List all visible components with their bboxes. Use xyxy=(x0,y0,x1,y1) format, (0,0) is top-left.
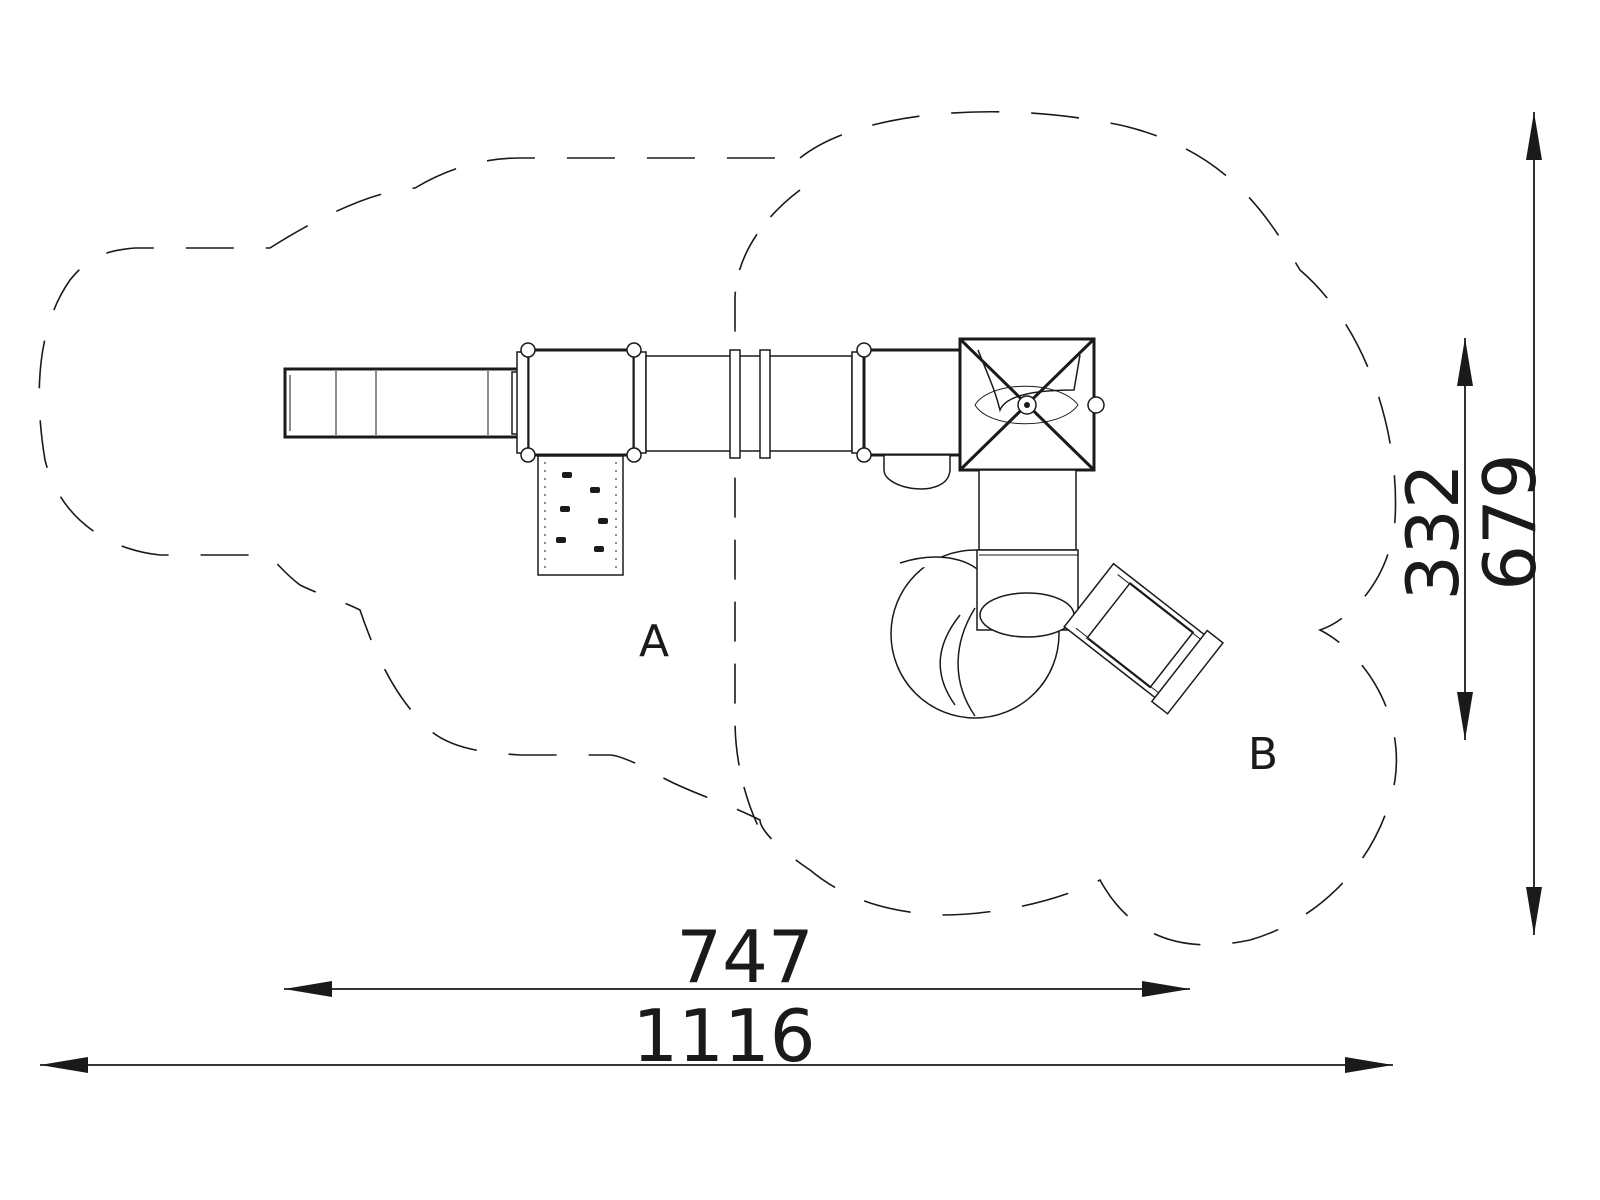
total-width-dimension xyxy=(1526,112,1542,935)
tube-slide xyxy=(890,469,1079,719)
total-length-label: 1116 xyxy=(632,994,815,1078)
climbing-hold xyxy=(594,546,604,552)
middle-platform-deck xyxy=(851,342,962,490)
left-ramp-bridge xyxy=(283,367,530,439)
safety-zone-outline xyxy=(38,110,1398,946)
zone-a-label: A xyxy=(639,616,669,667)
left-platform-deck xyxy=(516,342,647,463)
total-width-label: 679 xyxy=(1468,453,1552,590)
climbing-hold xyxy=(560,506,570,512)
equipment-length-label: 747 xyxy=(676,915,813,999)
climbing-wall xyxy=(537,455,624,576)
zone-b-label: B xyxy=(1248,729,1278,780)
crawl-tunnel xyxy=(645,349,853,459)
total-length-dimension xyxy=(40,1057,1393,1073)
equipment-width-dimension xyxy=(1457,338,1473,740)
climbing-hold xyxy=(590,487,600,493)
zone-divider-line xyxy=(734,189,801,831)
equipment-length-dimension xyxy=(284,981,1190,997)
tower-roof xyxy=(958,337,1105,472)
climbing-hold xyxy=(556,537,566,543)
climbing-hold xyxy=(598,518,608,524)
equipment-width-label: 332 xyxy=(1391,463,1475,600)
straight-slide xyxy=(1063,562,1225,715)
climbing-hold xyxy=(562,472,572,478)
